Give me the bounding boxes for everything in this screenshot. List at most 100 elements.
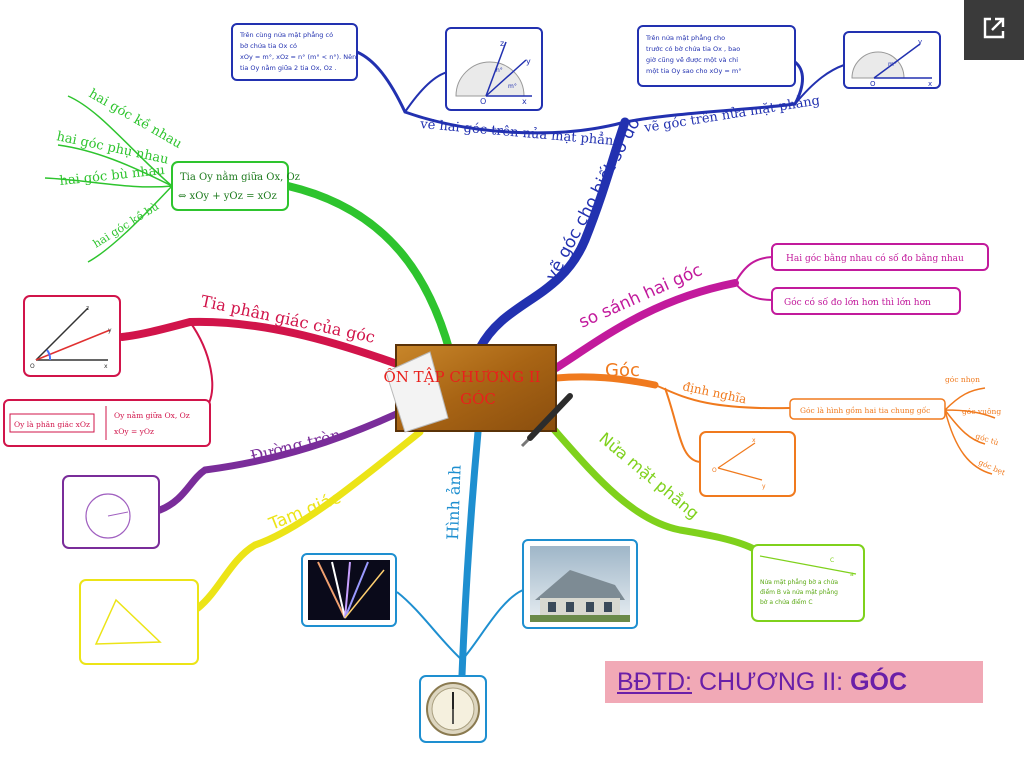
branch-orange-img: [664, 387, 701, 463]
blue-left-line2: bờ chứa tia Ox có: [240, 42, 297, 50]
blue-right-line4: một tia Oy sao cho xOy = m°: [646, 67, 741, 75]
so-sanh-text-1: Hai góc bằng nhau có số đo bằng nhau: [786, 252, 964, 264]
so-sanh-text-2: Góc có số đo lớn hơn thì lớn hơn: [784, 297, 931, 308]
branch-orange-types: [944, 387, 996, 475]
angle-O: O: [712, 467, 717, 474]
diag1-z: z: [500, 39, 504, 48]
branch-sky-leaf1: [396, 591, 463, 661]
branch-blue-right-line: [624, 60, 804, 124]
label-goc: Góc: [605, 360, 640, 381]
blue-right-line1: Trên nửa mặt phẳng cho: [645, 33, 725, 42]
blue-left-line4: tia Oy nằm giữa 2 tia Ox, Oz .: [240, 63, 336, 72]
branch-blue-left-line: [356, 50, 626, 135]
title-middle: CHƯƠNG II:: [692, 668, 851, 696]
label-ve-goc-nua-mp: vẽ góc trên nửa mặt phẳng: [642, 91, 821, 136]
branch-blue-left-leaf: [404, 71, 449, 113]
blue-left-text-box[interactable]: Trên cùng nửa mặt phẳng có bờ chứa tia O…: [231, 23, 358, 81]
branch-magenta-leaf2: [734, 282, 773, 301]
center-title-line1: ÔN TẬP CHƯƠNG II: [383, 367, 540, 386]
label-duong-tron: Đường tròn: [248, 425, 342, 466]
goc-type-3: góc tù: [974, 431, 1000, 447]
branch-orange-def: [654, 384, 791, 410]
nmp-C: C: [830, 557, 834, 564]
blue-left-line1: Trên cùng nửa mặt phẳng có: [239, 30, 333, 39]
protractor-icon-2: [851, 51, 905, 79]
nua-mat-phang-box[interactable]: C a Nửa mặt phẳng bờ a chứa điểm B và nử…: [751, 544, 865, 622]
diag2-x: x: [928, 80, 932, 88]
branch-orange-line: [552, 373, 659, 389]
goc-definition-box[interactable]: Góc là hình gồm hai tia chung gốc: [789, 398, 946, 420]
goc-definition-text: Góc là hình gồm hai tia chung gốc: [800, 406, 930, 415]
nmp-a: a: [850, 571, 854, 578]
label-dinh-nghia: định nghĩa: [681, 379, 747, 406]
bis-text-left: Oy là phân giác xOz: [14, 420, 90, 429]
branch-magenta-line: [552, 279, 739, 372]
light-beams-image[interactable]: [301, 553, 397, 627]
goc-type-1: góc nhọn: [945, 375, 980, 384]
so-sanh-item-1[interactable]: Hai góc bằng nhau có số đo bằng nhau: [771, 243, 989, 271]
title-topic: GÓC: [850, 668, 908, 696]
so-sanh-item-2[interactable]: Góc có số đo lớn hơn thì lớn hơn: [771, 287, 961, 315]
title-banner: BĐTD: CHƯƠNG II: GÓC: [605, 661, 983, 703]
bis-x: x: [104, 363, 108, 370]
diag2-O: O: [870, 80, 876, 88]
angle-y: y: [762, 483, 766, 490]
pen-icon: [520, 393, 573, 448]
diag1-y: y: [526, 57, 531, 66]
blue-right-line3: giờ cũng vẽ được một và chỉ: [646, 56, 738, 64]
angle-diagram[interactable]: x O y: [699, 431, 796, 497]
branch-red-leaf: [189, 321, 214, 411]
diag2-m: m°: [888, 61, 897, 68]
center-node[interactable]: ÔN TẬP CHƯƠNG II GÓC: [383, 344, 573, 448]
clock-image[interactable]: [419, 675, 487, 743]
one-angle-diagram[interactable]: y x O m°: [843, 31, 941, 89]
branch-yellow-line: [194, 428, 424, 612]
diag1-m: m°: [508, 83, 517, 90]
bisector-diagram[interactable]: x y z O: [23, 295, 121, 377]
bis-y: y: [108, 327, 112, 334]
bis-text-right1: Oy nằm giữa Ox, Oz: [114, 411, 190, 420]
label-tam-giac: Tam giác: [265, 488, 343, 535]
branch-blue-line: [475, 117, 630, 353]
blue-right-text-box[interactable]: Trên nửa mặt phẳng cho trước có bờ chứa …: [637, 25, 796, 87]
triangle-box[interactable]: [79, 579, 199, 665]
center-title-line2: GÓC: [460, 390, 496, 408]
two-angles-diagram[interactable]: z y x O n° m°: [445, 27, 543, 111]
circle-box[interactable]: [62, 475, 160, 549]
house-image[interactable]: [522, 539, 638, 629]
branch-red-line: [118, 317, 404, 369]
label-hinh-anh: Hình ảnh: [443, 465, 465, 541]
branch-sky-leaf2: [461, 589, 524, 661]
title-prefix: BĐTD:: [617, 668, 692, 696]
blue-left-line3: xOy = m°, xOz = n° (m° < n°). Nên: [240, 53, 356, 61]
protractor-icon: [455, 61, 525, 97]
label-ve-hai-goc: vẽ hai góc trên nửa mặt phẳng: [419, 115, 623, 150]
diag1-O: O: [480, 97, 486, 106]
nmp-line3: bờ a chứa điểm C: [760, 599, 813, 606]
branch-lime-line: [546, 421, 756, 552]
expand-button[interactable]: [964, 0, 1024, 60]
nmp-line1: Nửa mặt phẳng bờ a chứa: [760, 579, 838, 586]
nmp-line2: điểm B và nửa mặt phẳng: [760, 589, 838, 596]
angle-x: x: [752, 437, 756, 444]
external-link-icon: [983, 17, 1005, 39]
label-nua-mat-phang: Nửa mặt phẳng: [595, 429, 702, 523]
tia-oy-box[interactable]: Tia Oy nằm giữa Ox, Oz ⇔ xOy + yOz = xOz: [171, 161, 300, 211]
paper-note: [385, 351, 449, 433]
bis-z: z: [86, 305, 89, 312]
bisector-text-box[interactable]: Oy là phân giác xOz Oy nằm giữa Ox, Oz x…: [3, 399, 211, 447]
branch-green-line: [284, 182, 454, 356]
blue-right-line2: trước có bờ chứa tia Ox , bao: [646, 45, 740, 53]
green-leaf-lines: [44, 95, 173, 263]
tia-oy-line2: ⇔ xOy + yOz = xOz: [178, 191, 277, 202]
branch-lines: [44, 50, 996, 679]
bis-text-right2: xOy = yOz: [114, 427, 154, 436]
diag2-y: y: [918, 38, 922, 46]
branch-purple-line: [156, 406, 409, 514]
bis-O: O: [30, 363, 35, 370]
goc-type-2: góc vuông: [962, 407, 1001, 416]
diag1-x: x: [522, 97, 527, 106]
tia-oy-line1: Tia Oy nằm giữa Ox, Oz: [180, 171, 300, 183]
branch-magenta-leaf1: [734, 256, 773, 284]
